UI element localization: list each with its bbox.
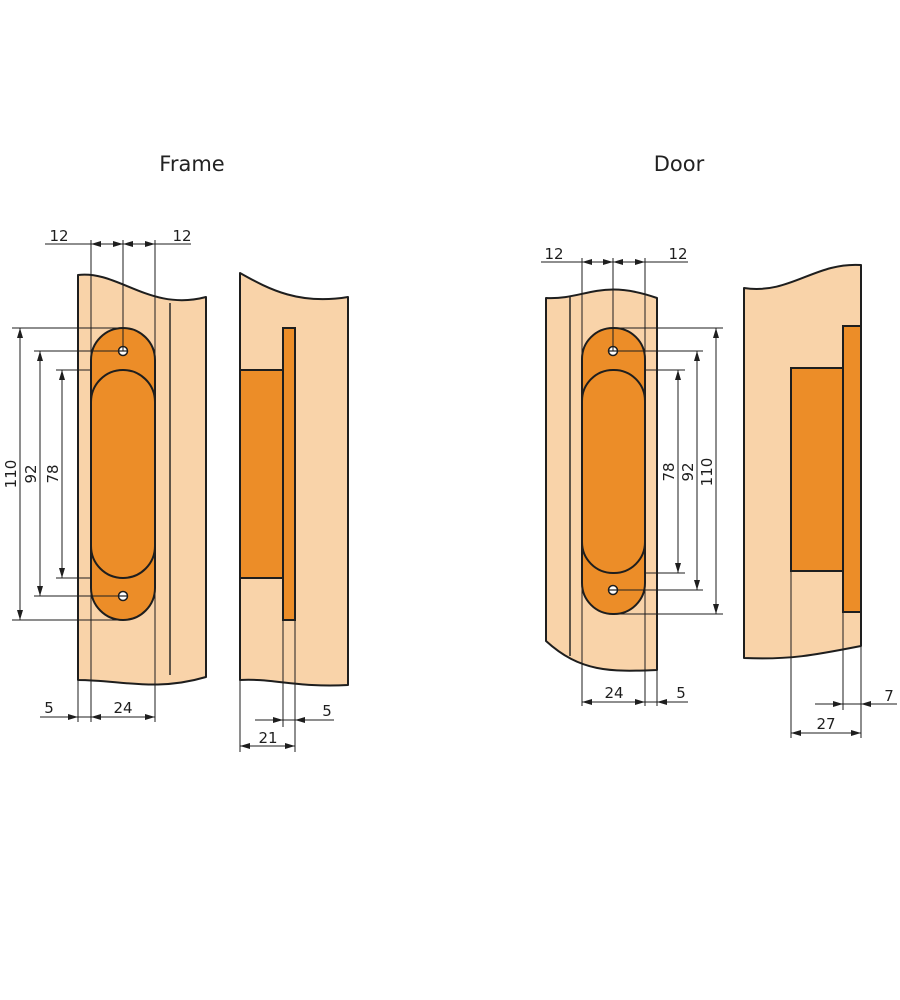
frame-dim-bottom-5: 5 xyxy=(44,699,54,717)
dimension-labels: 12 12 110 92 78 5 24 5 21 12 12 78 92 11… xyxy=(2,227,894,747)
door-hinge-body xyxy=(581,369,646,574)
door-dim-bottom-24: 24 xyxy=(604,684,623,702)
frame-dim-top-left: 12 xyxy=(49,227,68,245)
door-dim-top-right: 12 xyxy=(668,245,687,263)
door-dim-110: 110 xyxy=(698,458,716,487)
frame-side-view xyxy=(239,272,349,752)
door-title: Door xyxy=(653,152,705,176)
door-dim-78: 78 xyxy=(660,462,678,481)
door-side-view xyxy=(743,263,897,738)
frame-dim-top-right: 12 xyxy=(172,227,191,245)
door-side-hinge-plate xyxy=(842,325,862,613)
frame-side-hinge-plate xyxy=(282,327,296,621)
door-dim-92: 92 xyxy=(679,462,697,481)
door-side-hinge-body xyxy=(790,367,844,572)
door-front-view xyxy=(541,258,723,706)
frame-side-hinge-body xyxy=(239,369,284,579)
frame-dim-92: 92 xyxy=(22,464,40,483)
door-dim-top-left: 12 xyxy=(544,245,563,263)
door-dim-side-27: 27 xyxy=(816,715,835,733)
frame-hinge-body xyxy=(90,369,156,579)
frame-dim-110: 110 xyxy=(2,460,20,489)
frame-dim-side-5: 5 xyxy=(322,702,332,720)
frame-dim-78: 78 xyxy=(44,464,62,483)
door-dim-bottom-5: 5 xyxy=(676,684,686,702)
frame-dim-bottom-24: 24 xyxy=(113,699,132,717)
frame-title: Frame xyxy=(159,152,225,176)
frame-front-view xyxy=(12,240,207,722)
door-dim-side-7: 7 xyxy=(884,687,894,705)
frame-dim-side-21: 21 xyxy=(258,729,277,747)
